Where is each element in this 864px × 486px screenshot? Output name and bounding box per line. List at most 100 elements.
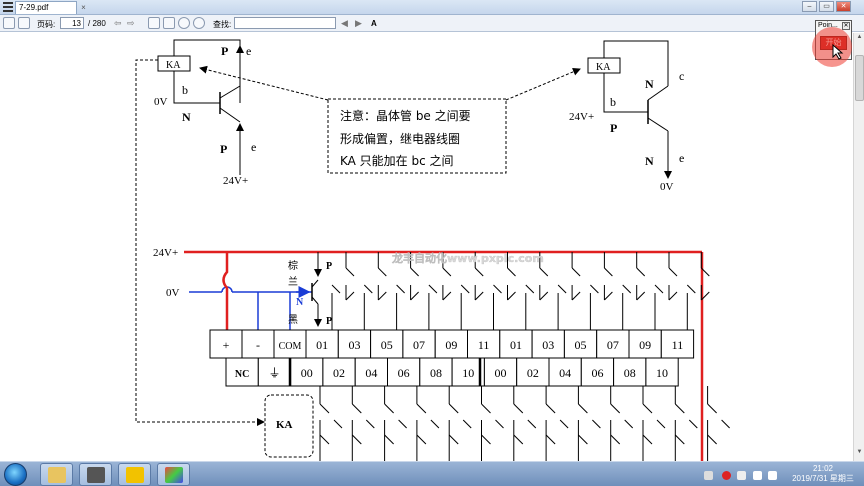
blue-wire-label: 兰 <box>288 275 298 288</box>
taskbar-pdf-reader[interactable] <box>118 463 151 486</box>
previous-page-icon[interactable]: ⇦ <box>114 18 122 28</box>
p-label-right: P <box>610 121 617 135</box>
tray-volume-icon[interactable] <box>768 471 777 480</box>
switch-contact <box>377 291 387 301</box>
terminal-label: 11 <box>672 338 684 352</box>
film-icon <box>87 467 105 483</box>
scroll-down-icon[interactable]: ▼ <box>856 449 863 455</box>
v24-label: 24V+ <box>223 175 248 187</box>
terminal-cell <box>419 357 453 387</box>
switch-contact <box>442 267 452 277</box>
fit-page-icon[interactable] <box>148 17 160 29</box>
n-top-label-right: N <box>645 77 654 91</box>
switch-contact <box>416 434 427 445</box>
mouse-cursor-icon <box>832 44 844 60</box>
terminal-cell <box>273 329 307 359</box>
start-button-icon[interactable] <box>4 463 27 486</box>
switch-contact <box>448 403 459 414</box>
terminal-cell <box>387 357 421 387</box>
find-input[interactable] <box>234 17 336 29</box>
terminal-cell <box>628 329 662 359</box>
switch-contact <box>571 267 581 277</box>
click-highlight <box>812 27 852 67</box>
close-tab-icon[interactable]: × <box>81 3 86 12</box>
print-icon[interactable] <box>18 17 30 29</box>
menu-icon[interactable] <box>3 2 13 12</box>
terminal-label: 07 <box>413 338 425 352</box>
switch-contact <box>448 434 459 445</box>
zoom-in-icon[interactable] <box>178 17 190 29</box>
terminal-cell <box>580 357 615 387</box>
switch-contact <box>610 403 621 414</box>
tray-device-icon[interactable] <box>737 471 746 480</box>
p-bottom-wire-label: P <box>326 316 332 327</box>
switch-contact <box>604 267 613 277</box>
terminal-label: 08 <box>624 366 636 380</box>
minimize-button[interactable]: – <box>802 1 817 12</box>
brown-wire-label: 棕 <box>288 259 298 272</box>
zoom-out-icon[interactable] <box>193 17 205 29</box>
close-window-button[interactable]: ✕ <box>836 1 851 12</box>
terminal-label: 03 <box>348 338 360 352</box>
open-file-icon[interactable] <box>3 17 15 29</box>
scroll-thumb[interactable] <box>855 55 864 101</box>
terminal-label: - <box>256 338 260 352</box>
n-bottom-label-right: N <box>645 154 654 168</box>
switch-contact <box>396 284 405 294</box>
overlay-close-icon[interactable]: ✕ <box>842 22 850 30</box>
switch-contact <box>654 284 664 294</box>
find-next-icon[interactable]: ▶ <box>355 18 362 28</box>
taskbar-film-app[interactable] <box>79 463 112 486</box>
note-pointer-right <box>505 68 581 101</box>
terminal-label: 01 <box>510 338 522 352</box>
pdf-reader-icon <box>126 467 144 483</box>
switch-contact <box>442 291 452 301</box>
switch-contact <box>642 403 653 414</box>
tray-network-icon[interactable] <box>753 471 762 480</box>
next-page-icon[interactable]: ⇨ <box>127 18 135 28</box>
black-wire-label: 黑 <box>288 314 298 326</box>
p-top-label: P <box>221 44 228 58</box>
output-switch-row <box>319 386 730 461</box>
system-clock[interactable]: 21:02 2019/7/31 星期三 <box>790 464 856 484</box>
switch-contact <box>707 434 717 445</box>
tray-keyboard-icon[interactable] <box>704 471 713 480</box>
switch-contact <box>674 403 685 414</box>
page-number-input[interactable] <box>60 17 84 29</box>
taskbar-active-app[interactable] <box>157 463 190 486</box>
note-line-3: KA 只能加在 bc 之间 <box>340 154 454 168</box>
taskbar-explorer[interactable] <box>40 463 73 486</box>
match-case-icon[interactable]: A <box>371 19 377 28</box>
switch-contact <box>642 434 653 445</box>
document-tab[interactable]: 7-29.pdf <box>15 1 77 14</box>
n-wire-label: N <box>296 297 304 308</box>
switch-contact <box>319 403 330 414</box>
paint-app-icon <box>165 467 183 483</box>
tray-record-icon[interactable] <box>722 471 731 480</box>
terminal-label: NC <box>235 369 249 380</box>
find-previous-icon[interactable]: ◀ <box>341 18 348 28</box>
switch-contact <box>495 419 504 429</box>
fit-width-icon[interactable] <box>163 17 175 29</box>
switch-contact <box>345 267 355 277</box>
terminal-label: 04 <box>365 366 377 380</box>
scroll-up-icon[interactable]: ▲ <box>856 34 863 40</box>
switch-contact <box>624 419 634 429</box>
right-transistor-diagram: KA N c b 24V+ P N e 0V <box>569 40 684 193</box>
switch-contact <box>331 284 341 294</box>
switch-contact <box>430 419 440 429</box>
watermark-text: 龙丰自动化www.pxplc.com <box>391 251 544 265</box>
taskbar: 21:02 2019/7/31 星期三 <box>0 461 864 486</box>
vertical-scrollbar[interactable]: ▲ ▼ <box>853 33 864 461</box>
restore-button[interactable]: ▭ <box>819 1 834 12</box>
switch-contact <box>507 267 516 277</box>
switch-contact <box>416 403 427 414</box>
switch-contact <box>513 403 524 414</box>
terminal-cell <box>354 357 389 387</box>
switch-contact <box>377 267 387 277</box>
ka-relay-box <box>264 394 314 458</box>
e-mid-label: e <box>251 140 256 154</box>
zero-v-label-right: 0V <box>660 181 674 193</box>
